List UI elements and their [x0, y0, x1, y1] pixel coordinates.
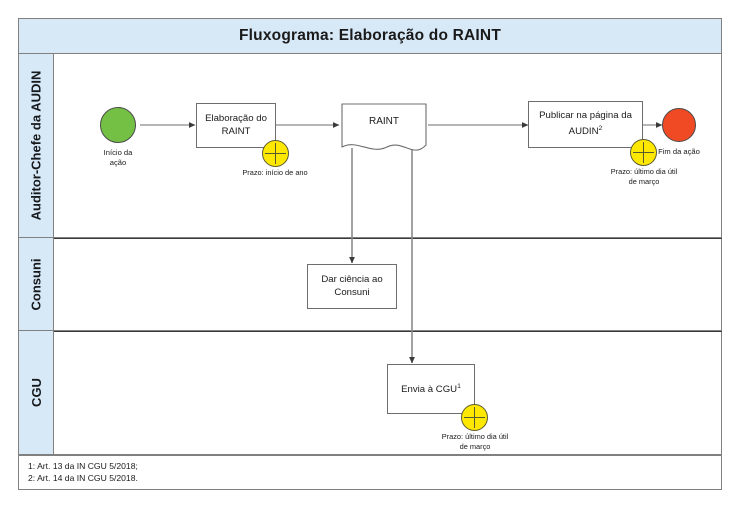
timer-event-envia-cgu[interactable] — [461, 404, 488, 431]
timer-event-publicar[interactable] — [630, 139, 657, 166]
timer-caption-publicar: Prazo: último dia útil de março — [610, 167, 678, 186]
document-raint[interactable] — [339, 101, 429, 157]
lane-label-consuni: Consuni — [18, 238, 54, 331]
task-envia-cgu-label: Envia à CGU1 — [397, 381, 465, 397]
end-event-caption: Fim da ação — [658, 147, 700, 156]
lane-label-consuni-text: Consuni — [28, 258, 44, 310]
task-publicar-footnote-ref: 2 — [598, 124, 603, 132]
lane-label-cgu-text: CGU — [28, 378, 44, 407]
task-elaboracao-do-raint[interactable]: Elaboração do RAINT — [196, 103, 276, 148]
lane-label-audin-text: Auditor-Chefe da AUDIN — [28, 70, 44, 221]
timer-event-elaboracao[interactable] — [262, 140, 289, 167]
end-event-fim-da-acao[interactable] — [662, 108, 696, 142]
lane-divider-2 — [54, 331, 722, 332]
document-raint-label: RAINT — [369, 116, 399, 127]
start-event-inicio-da-acao[interactable] — [100, 107, 136, 143]
start-event-caption: Início da ação — [103, 148, 133, 167]
task-publicar-label-main: Publicar na página da AUDIN — [539, 110, 632, 138]
task-publicar-label: Publicar na página da AUDIN2 — [529, 110, 642, 138]
footnote-1: 1: Art. 13 da IN CGU 5/2018; — [28, 461, 138, 471]
task-envia-a-cgu[interactable]: Envia à CGU1 — [387, 364, 475, 414]
diagram-title-band: Fluxograma: Elaboração do RAINT — [18, 18, 722, 54]
lane-divider-1 — [54, 238, 722, 239]
task-dar-ciencia-label: Dar ciência ao Consuni — [321, 274, 383, 298]
footnote-2: 2: Art. 14 da IN CGU 5/2018. — [28, 472, 138, 483]
task-elaboracao-label: Elaboração do RAINT — [205, 113, 267, 137]
timer-caption-elaboracao: Prazo: início de ano — [242, 168, 308, 177]
task-envia-cgu-label-main: Envia à CGU — [401, 384, 458, 396]
lane-label-audin: Auditor-Chefe da AUDIN — [18, 54, 54, 238]
task-dar-ciencia-ao-consuni[interactable]: Dar ciência ao Consuni — [307, 264, 397, 309]
lane-label-cgu: CGU — [18, 331, 54, 455]
task-publicar-na-pagina-da-audin[interactable]: Publicar na página da AUDIN2 — [528, 101, 643, 148]
footnote-band: 1: Art. 13 da IN CGU 5/2018; 2: Art. 14 … — [18, 455, 722, 490]
task-envia-cgu-footnote-ref: 1 — [457, 383, 461, 391]
timer-caption-envia-cgu: Prazo: último dia útil de março — [441, 432, 509, 451]
page-title: Fluxograma: Elaboração do RAINT — [239, 27, 501, 44]
